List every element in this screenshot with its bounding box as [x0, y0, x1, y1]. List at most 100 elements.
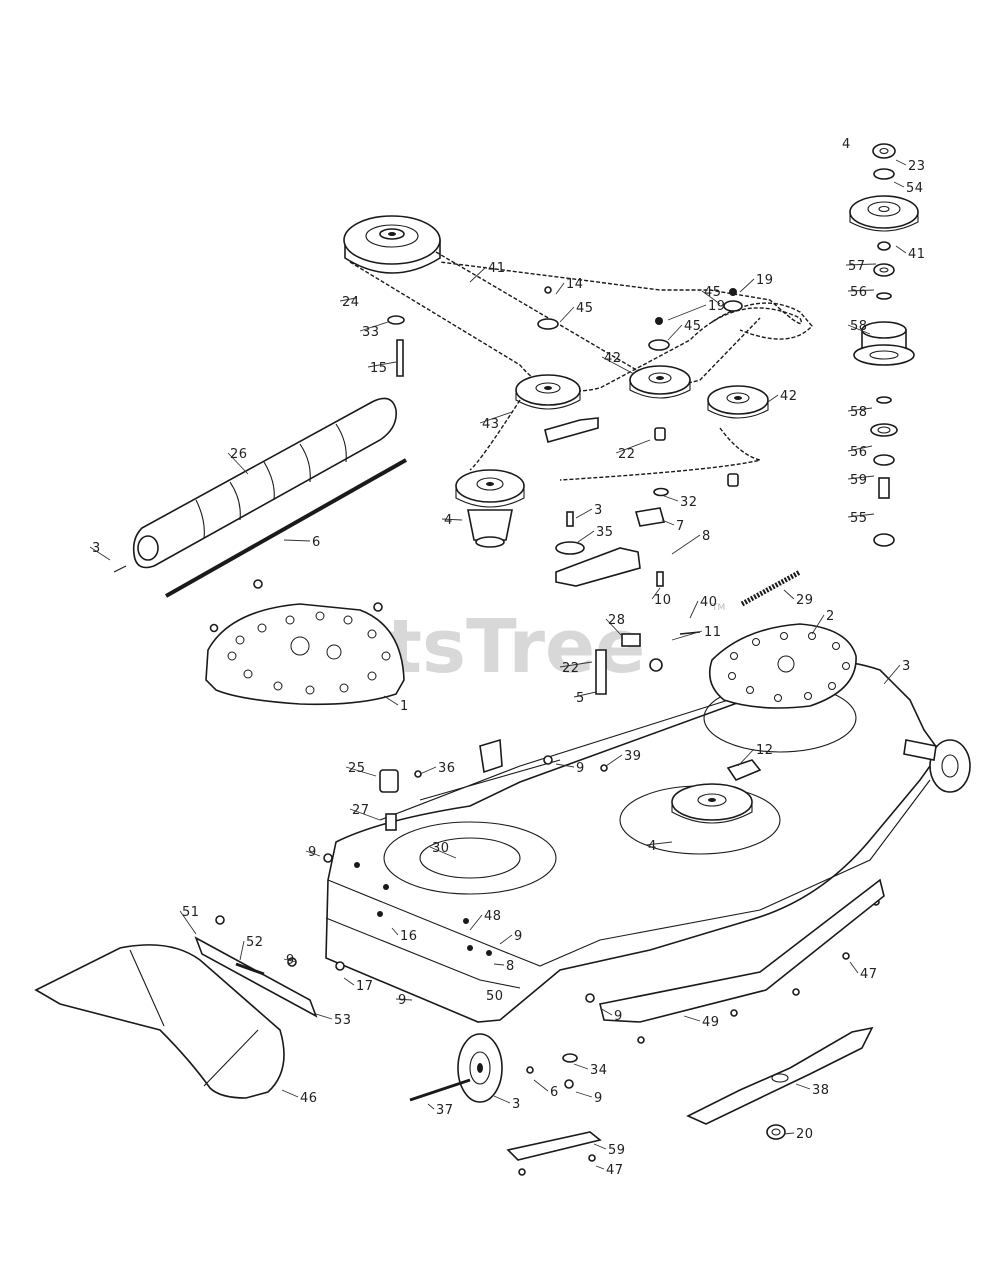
- spindle-stack: [849, 143, 919, 547]
- callout-leader: [737, 748, 755, 767]
- callout-leader: [767, 394, 779, 403]
- part-callout-32: 32: [680, 495, 698, 510]
- part-callout-54: 54: [906, 181, 924, 196]
- callout-leader: [493, 963, 505, 966]
- callout-leader: [847, 324, 871, 335]
- part-callout-47: 47: [606, 1163, 624, 1178]
- deck-gauge-wheel-right: [903, 739, 971, 793]
- callout-leader: [849, 961, 859, 974]
- part-callout-19: 19: [708, 299, 726, 314]
- idler-pulleys: [515, 365, 769, 419]
- mounting-bracket: [506, 1131, 602, 1176]
- part-callout-9: 9: [308, 845, 317, 860]
- callout-leader: [847, 445, 873, 452]
- mower-deck-housing: [325, 659, 941, 1023]
- part-callout-42: 42: [780, 389, 798, 404]
- part-callout-36: 36: [438, 761, 456, 776]
- callout-leader: [895, 245, 907, 254]
- callout-leader: [671, 630, 703, 641]
- callout-leader: [281, 1089, 299, 1098]
- part-callout-50: 50: [486, 989, 504, 1004]
- part-callout-4: 4: [648, 839, 657, 854]
- part-callout-9: 9: [398, 993, 407, 1008]
- spindle-shaft-part: [878, 477, 890, 499]
- callout-leader: [283, 539, 311, 542]
- part-callout-4: 4: [444, 513, 453, 528]
- front-gauge-wheel: [409, 1033, 578, 1103]
- part-callout-46: 46: [300, 1091, 318, 1106]
- part-callout-40: 40: [700, 595, 718, 610]
- part-callout-9: 9: [514, 929, 523, 944]
- part-callout-34: 34: [590, 1063, 608, 1078]
- discharge-chute: [34, 915, 318, 1099]
- callout-leader: [427, 1103, 435, 1110]
- callout-leader: [847, 407, 873, 412]
- callout-leader: [605, 754, 623, 767]
- part-callout-57: 57: [848, 259, 866, 274]
- callout-leader: [359, 321, 389, 332]
- hardware-deck: [287, 631, 880, 1044]
- callout-leader: [893, 181, 905, 188]
- callout-leader: [671, 534, 701, 555]
- part-callout-24: 24: [342, 295, 360, 310]
- callout-leader: [499, 934, 513, 945]
- callout-leader: [339, 297, 357, 302]
- part-callout-55: 55: [850, 511, 868, 526]
- callout-leader: [667, 304, 707, 321]
- callout-leader: [575, 1091, 593, 1098]
- callout-leader: [391, 927, 399, 936]
- part-callout-6: 6: [312, 535, 321, 550]
- part-callout-22: 22: [562, 661, 580, 676]
- callout-leader: [599, 1007, 613, 1016]
- part-callout-9: 9: [594, 1091, 603, 1106]
- part-callout-3: 3: [92, 541, 101, 556]
- callout-leader: [315, 1013, 333, 1020]
- side-skirt: [599, 878, 885, 1023]
- callout-leader: [595, 1165, 605, 1170]
- part-callout-7: 7: [676, 519, 685, 534]
- callout-leader: [845, 263, 877, 266]
- part-callout-4: 4: [842, 137, 851, 152]
- part-callout-51: 51: [182, 905, 200, 920]
- callout-leader: [343, 977, 355, 986]
- mower-blade: [686, 1026, 874, 1140]
- part-callout-45: 45: [576, 301, 594, 316]
- callout-leader: [573, 691, 597, 698]
- part-callout-33: 33: [362, 325, 380, 340]
- part-callout-56: 56: [850, 285, 868, 300]
- callout-leader: [383, 695, 399, 706]
- callout-leader: [661, 519, 675, 526]
- part-callout-29: 29: [796, 593, 814, 608]
- callout-leader: [573, 1063, 589, 1070]
- right-cover-plate: [708, 623, 857, 709]
- part-callout-5: 5: [576, 691, 585, 706]
- watermark-trademark: TM: [711, 603, 725, 613]
- callout-leader: [811, 614, 825, 635]
- part-callout-47: 47: [860, 967, 878, 982]
- idler-arm-part: [555, 547, 641, 587]
- callout-leader: [895, 159, 907, 166]
- part-callout-8: 8: [702, 529, 711, 544]
- part-callout-1: 1: [400, 699, 409, 714]
- part-callout-11: 11: [704, 625, 722, 640]
- part-callout-25: 25: [348, 761, 366, 776]
- part-callout-38: 38: [812, 1083, 830, 1098]
- callout-leader: [469, 914, 483, 931]
- part-callout-23: 23: [908, 159, 926, 174]
- callout-leader: [593, 1143, 607, 1150]
- callout-leader: [683, 1015, 701, 1022]
- anti-scalp-roller: [113, 397, 407, 598]
- part-callout-42: 42: [604, 351, 622, 366]
- part-callout-58: 58: [850, 319, 868, 334]
- idler-bracket-part: [544, 417, 599, 443]
- part-callout-30: 30: [432, 841, 450, 856]
- part-callout-6: 6: [550, 1085, 559, 1100]
- callout-leader: [663, 495, 679, 502]
- callout-leader: [367, 361, 397, 368]
- part-callout-17: 17: [356, 979, 374, 994]
- callout-leader: [847, 289, 875, 292]
- part-callout-27: 27: [352, 803, 370, 818]
- part-callout-35: 35: [596, 525, 614, 540]
- part-callout-16: 16: [400, 929, 418, 944]
